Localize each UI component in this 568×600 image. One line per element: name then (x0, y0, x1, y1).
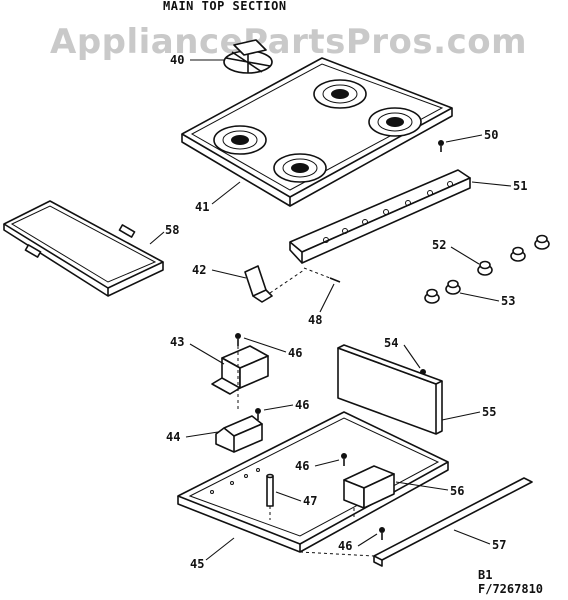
svg-text:57: 57 (492, 538, 506, 552)
svg-text:41: 41 (195, 200, 209, 214)
svg-text:52: 52 (432, 238, 446, 252)
watermark: AppliancePartsPros.com (50, 22, 528, 62)
svg-text:53: 53 (501, 294, 515, 308)
label-42: 42 (192, 263, 247, 279)
part-41-main-top[interactable] (181, 57, 453, 207)
part-46-screw[interactable] (341, 453, 347, 466)
label-54: 54 (384, 336, 421, 369)
part-58-griddle-tray[interactable] (3, 200, 164, 297)
part-52-knob[interactable] (510, 246, 526, 262)
label-52: 52 (432, 238, 480, 265)
svg-text:42: 42 (192, 263, 206, 277)
label-40: 40 (170, 53, 224, 67)
label-46: 46 (338, 533, 378, 553)
svg-text:55: 55 (482, 405, 496, 419)
burner (213, 125, 267, 155)
part-52-knob[interactable] (477, 260, 493, 276)
label-50: 50 (445, 128, 498, 143)
svg-text:50: 50 (484, 128, 498, 142)
label-44: 44 (166, 430, 219, 444)
svg-text:43: 43 (170, 335, 184, 349)
part-45-burner-box[interactable] (177, 411, 449, 553)
burner (273, 153, 327, 183)
label-46: 46 (243, 337, 302, 360)
svg-text:46: 46 (295, 398, 309, 412)
svg-text:40: 40 (170, 53, 184, 67)
label-55: 55 (441, 405, 496, 421)
part-53-knob[interactable] (424, 288, 440, 304)
svg-text:51: 51 (513, 179, 527, 193)
label-51: 51 (471, 179, 527, 193)
svg-text:48: 48 (308, 313, 322, 327)
burner (368, 107, 422, 137)
part-56-heat-shield[interactable] (343, 465, 395, 520)
part-reference-code: B1 F/7267810 (478, 568, 543, 596)
label-58: 58 (149, 223, 179, 245)
part-52-knob[interactable] (534, 234, 550, 250)
svg-text:54: 54 (384, 336, 398, 350)
label-48: 48 (308, 283, 335, 327)
label-43: 43 (170, 335, 225, 365)
code-line-1: B1 (478, 568, 493, 582)
svg-text:46: 46 (338, 539, 352, 553)
part-57-trim-strip[interactable] (299, 477, 533, 567)
code-line-2: F/7267810 (478, 582, 544, 596)
label-53: 53 (459, 292, 515, 308)
label-56: 56 (395, 481, 464, 498)
part-55-rear-panel[interactable] (337, 344, 443, 435)
part-42-bracket[interactable] (244, 265, 305, 303)
part-46-screw[interactable] (235, 333, 241, 412)
label-41: 41 (195, 181, 241, 214)
label-46: 46 (263, 398, 309, 412)
part-51-manifold-rail[interactable] (289, 169, 471, 264)
part-46-screw[interactable] (379, 527, 385, 540)
svg-text:46: 46 (295, 459, 309, 473)
part-40-burner-grate[interactable] (223, 39, 273, 74)
label-47: 47 (275, 491, 317, 508)
label-45: 45 (190, 537, 235, 571)
part-48-spring-clip[interactable] (303, 267, 341, 283)
label-57: 57 (453, 529, 506, 552)
svg-text:44: 44 (166, 430, 180, 444)
diagram-title: MAIN TOP SECTION (163, 0, 287, 13)
part-46-screw[interactable] (255, 408, 261, 420)
svg-text:46: 46 (288, 346, 302, 360)
svg-text:58: 58 (165, 223, 179, 237)
burner (313, 79, 367, 109)
label-46: 46 (295, 459, 340, 473)
part-44-valve-bracket[interactable] (215, 415, 263, 453)
part-50-screw[interactable] (438, 140, 444, 152)
svg-text:45: 45 (190, 557, 204, 571)
part-53-knob[interactable] (445, 279, 461, 295)
svg-text:56: 56 (450, 484, 464, 498)
part-47-pin[interactable] (266, 473, 274, 521)
svg-text:47: 47 (303, 494, 317, 508)
part-43-valve-bracket[interactable] (211, 345, 269, 395)
